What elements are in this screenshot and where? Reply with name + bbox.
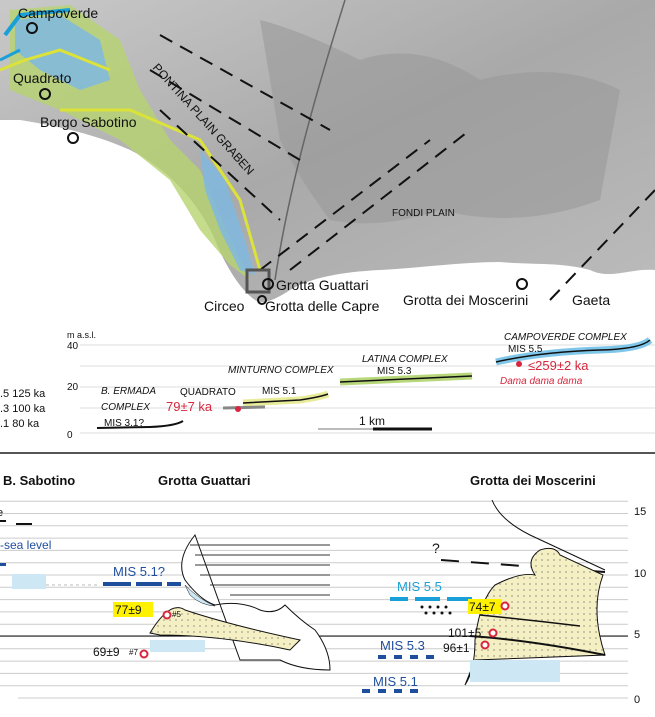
cave-sections: B. Sabotino Grotta Guattari Grotta dei M… [0, 473, 646, 706]
profile-y-unit: m a.s.l. [67, 330, 96, 340]
profile-y-tick: 40 [67, 341, 79, 352]
moscerini-mis55: MIS 5.5 [397, 579, 442, 594]
place-grotta-dei-moscerini: Grotta dei Moscerini [403, 292, 528, 308]
place-gaeta: Gaeta [572, 292, 610, 308]
site-markers [26, 22, 528, 305]
moscerini-age-3: 96±1 [443, 641, 470, 655]
moscerini-age-2: 101±5 [448, 626, 482, 640]
quadrato-label: QUADRATO [180, 387, 236, 398]
section-title: Grotta dei Moscerini [470, 473, 596, 488]
campoverde-label: CAMPOVERDE COMPLEX [504, 332, 627, 343]
moscerini-mis51: MIS 5.1 [373, 674, 418, 689]
place-quadrato: Quadrato [13, 70, 72, 86]
guattari-age-1: 77±9 [115, 603, 142, 617]
campoverde-age: ≤259±2 ka [528, 358, 589, 373]
campoverde-mis: MIS 5.5 [508, 344, 543, 355]
scale-bar-label: 1 km [359, 414, 385, 428]
profile-y-tick: 0 [67, 430, 73, 441]
fault-lines [149, 34, 655, 301]
moscerini-age-1: 74±7 [469, 600, 496, 614]
campoverde-fauna: Dama dama dama [500, 376, 583, 387]
ermada-mis: MIS 3.1? [104, 418, 144, 429]
ermada-label: B. ERMADA [101, 386, 156, 397]
section-title: Grotta Guattari [158, 473, 250, 488]
place-campoverde: Campoverde [18, 5, 98, 21]
profile-y-tick: 20 [67, 382, 79, 393]
moscerini-mis53: MIS 5.3 [380, 638, 425, 653]
fondi-plain-label: FONDI PLAIN [392, 208, 455, 219]
latina-mis: MIS 5.3 [377, 366, 412, 377]
place-grotta-delle-capre: Grotta delle Capre [265, 298, 380, 314]
moscerini-question: ? [432, 540, 440, 556]
section-y-tick: 0 [634, 694, 640, 706]
guattari-mis-label: MIS 5.1? [113, 564, 165, 579]
ermada-label-2: COMPLEX [101, 402, 150, 413]
guattari-sample-1: #5 [172, 610, 181, 619]
guattari-sample-2: #7 [129, 648, 138, 657]
legend-item: .1 80 ka [0, 418, 40, 430]
place-grotta-guattari: Grotta Guattari [276, 277, 369, 293]
section-y-tick: 10 [634, 568, 646, 580]
quadrato-age: 79±7 ka [166, 399, 213, 414]
section-y-tick: 5 [634, 629, 640, 641]
map: Campoverde Quadrato Borgo Sabotino Grott… [0, 0, 655, 320]
place-circeo: Circeo [204, 298, 245, 314]
section-title: B. Sabotino [3, 473, 75, 488]
legend-item: .5 125 ka [0, 388, 46, 400]
sabotino-top-label: e [0, 507, 3, 519]
latina-label: LATINA COMPLEX [362, 354, 448, 365]
section-y-tick: 15 [634, 506, 646, 518]
sea-level-label: -sea level [0, 538, 51, 552]
minturno-mis: MIS 5.1 [262, 386, 297, 397]
legend-item: .3 100 ka [0, 403, 46, 415]
minturno-label: MINTURNO COMPLEX [228, 365, 334, 376]
terrace-profile: m a.s.l. 40 20 0 .5 125 ka .3 100 ka .1 … [0, 330, 655, 441]
place-borgo-sabotino: Borgo Sabotino [40, 114, 137, 130]
guattari-age-2: 69±9 [93, 645, 120, 659]
grotta-guattari-inset-box [245, 268, 271, 294]
